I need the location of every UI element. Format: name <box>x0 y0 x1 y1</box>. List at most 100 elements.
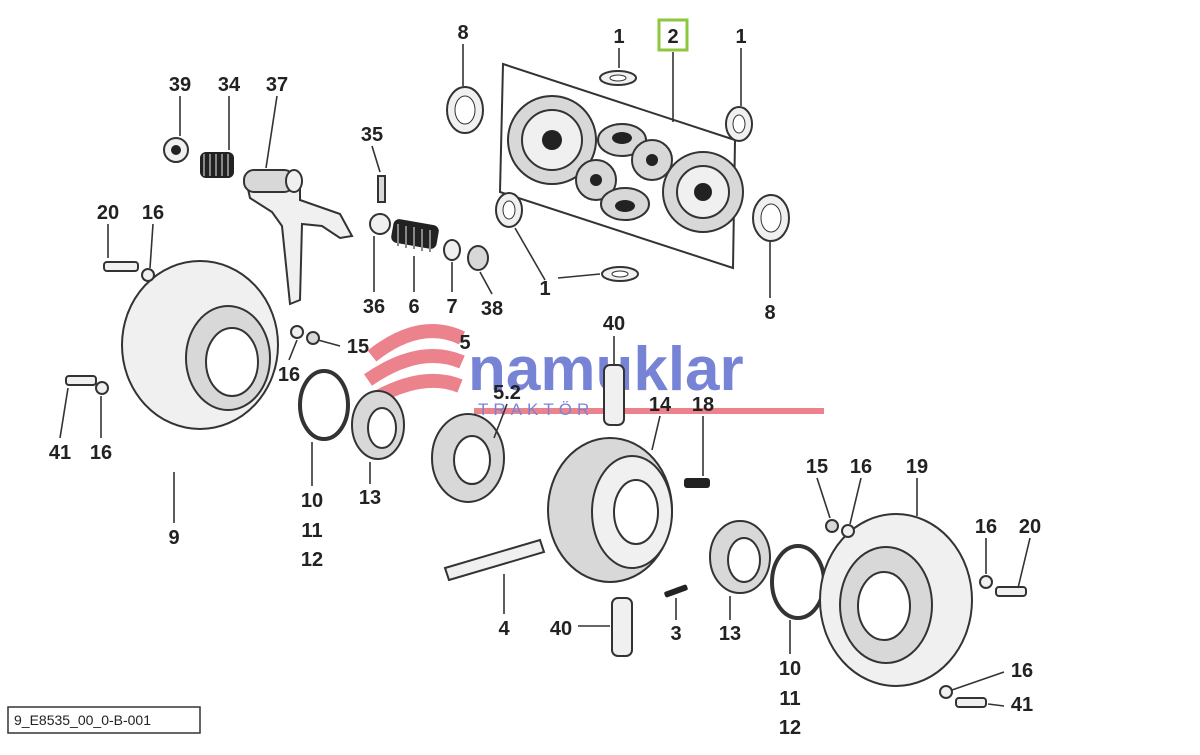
washer-right-mid[interactable] <box>979 575 993 589</box>
sleeve-nut[interactable] <box>467 245 489 271</box>
callout-13-left[interactable]: 13 <box>359 487 381 509</box>
callout-5[interactable]: 5 <box>459 332 470 354</box>
callout-3[interactable]: 3 <box>670 623 681 645</box>
callout-41-left[interactable]: 41 <box>49 442 71 464</box>
callout-4[interactable]: 4 <box>498 618 510 640</box>
bearing-right[interactable] <box>709 520 771 594</box>
callout-10-right[interactable]: 10 <box>779 658 801 680</box>
callout-36[interactable]: 36 <box>363 296 385 318</box>
callout-15-left[interactable]: 15 <box>347 336 369 358</box>
washer-right-bottom[interactable] <box>939 685 953 699</box>
callout-12-right[interactable]: 12 <box>779 717 801 739</box>
washer-left-lower[interactable] <box>95 381 109 395</box>
callout-number: 16 <box>850 456 872 478</box>
callout-8-bottom[interactable]: 8 <box>764 302 775 324</box>
callout-number: 11 <box>301 520 322 542</box>
callout-11-right[interactable]: 11 <box>779 688 800 710</box>
watermark: namuklar TRAKTÖR <box>362 324 824 419</box>
callout-16-right-bottom[interactable]: 16 <box>1011 660 1033 682</box>
shift-fork[interactable] <box>243 169 354 306</box>
callout-6[interactable]: 6 <box>408 296 419 318</box>
callout-20-right[interactable]: 20 <box>1019 516 1041 538</box>
callout-number: 13 <box>359 487 381 509</box>
callout-7[interactable]: 7 <box>446 296 457 318</box>
callout-1-top-a[interactable]: 1 <box>613 26 624 48</box>
callout-1-top-b[interactable]: 1 <box>735 26 746 48</box>
callout-1-bottom[interactable]: 1 <box>539 278 550 300</box>
callout-9[interactable]: 9 <box>168 527 179 549</box>
callout-19[interactable]: 19 <box>906 456 928 478</box>
callout-number: 2 <box>667 26 678 48</box>
o-ring-left[interactable] <box>298 369 350 441</box>
pin-lower[interactable] <box>611 597 633 657</box>
callout-number: 10 <box>301 490 323 512</box>
callout-40-top[interactable]: 40 <box>603 313 625 335</box>
cross-shaft[interactable] <box>443 538 546 582</box>
o-ring-right[interactable] <box>770 544 826 620</box>
detent-ball-washer[interactable] <box>163 137 189 163</box>
callout-35[interactable]: 35 <box>361 124 383 146</box>
left-bearing-carrier[interactable] <box>121 260 279 430</box>
bolt-right-bottom[interactable] <box>955 697 987 708</box>
callout-14[interactable]: 14 <box>649 394 672 416</box>
callout-38[interactable]: 38 <box>481 298 503 320</box>
callout-number: 1 <box>613 26 624 48</box>
drawing-code-text: 9_E8535_00_0-B-001 <box>14 712 151 728</box>
callout-number: 1 <box>735 26 746 48</box>
callout-34[interactable]: 34 <box>218 74 241 96</box>
pin-upper[interactable] <box>603 364 625 426</box>
circlip[interactable] <box>443 239 461 261</box>
callout-number: 15 <box>806 456 828 478</box>
callout-40-bottom[interactable]: 40 <box>550 618 572 640</box>
bearing-left[interactable] <box>351 390 405 460</box>
callout-number: 5 <box>459 332 470 354</box>
roll-pin[interactable] <box>377 175 386 203</box>
callout-10-left[interactable]: 10 <box>301 490 323 512</box>
callout-number: 34 <box>218 74 241 96</box>
callout-37[interactable]: 37 <box>266 74 288 96</box>
callout-5-2[interactable]: 5.2 <box>493 382 521 404</box>
callout-16-right-mid[interactable]: 16 <box>975 516 997 538</box>
callout-2[interactable]: 2 <box>657 18 689 52</box>
right-bearing-carrier[interactable] <box>819 513 973 687</box>
callout-18[interactable]: 18 <box>692 394 714 416</box>
bolt-right-mid[interactable] <box>995 586 1027 597</box>
washer-left-mid[interactable] <box>290 325 304 339</box>
callout-number: 12 <box>301 549 323 571</box>
callout-number: 4 <box>498 618 510 640</box>
callout-16-left-mid[interactable]: 16 <box>278 364 300 386</box>
callout-13-right[interactable]: 13 <box>719 623 741 645</box>
washer-right-top[interactable] <box>841 524 855 538</box>
callout-20-left[interactable]: 20 <box>97 202 119 224</box>
callout-15-right[interactable]: 15 <box>806 456 828 478</box>
washer-left-upper[interactable] <box>141 268 155 282</box>
side-gear-5-2[interactable] <box>431 413 505 503</box>
bolt-left-lower[interactable] <box>65 375 97 386</box>
callout-8-top[interactable]: 8 <box>457 22 468 44</box>
callout-11-left[interactable]: 11 <box>301 520 322 542</box>
bevel-gear-large-right <box>662 151 744 233</box>
lock-pin[interactable] <box>664 584 689 598</box>
nut-right-top[interactable] <box>825 519 839 533</box>
spacer-ring[interactable] <box>369 213 391 235</box>
callout-39[interactable]: 39 <box>169 74 191 96</box>
callout-number: 16 <box>1011 660 1033 682</box>
callout-41-right[interactable]: 41 <box>1011 694 1033 716</box>
callout-number: 15 <box>347 336 369 358</box>
housing-bolt[interactable] <box>684 478 710 488</box>
detent-spring[interactable] <box>200 152 234 178</box>
compression-spring[interactable] <box>390 218 439 252</box>
callout-number: 11 <box>779 688 800 710</box>
callout-12-left[interactable]: 12 <box>301 549 323 571</box>
nut-left-mid[interactable] <box>306 331 320 345</box>
callout-number: 41 <box>1011 694 1033 716</box>
pinion-gear-bottom <box>600 187 650 221</box>
bolt-left-upper[interactable] <box>103 261 139 272</box>
callout-16-right-top[interactable]: 16 <box>850 456 872 478</box>
callout-16-left-top[interactable]: 16 <box>142 202 164 224</box>
differential-housing[interactable] <box>547 437 673 583</box>
callout-number: 16 <box>90 442 112 464</box>
callout-16-left-bottom[interactable]: 16 <box>90 442 112 464</box>
differential-gear-kit[interactable] <box>498 62 744 270</box>
